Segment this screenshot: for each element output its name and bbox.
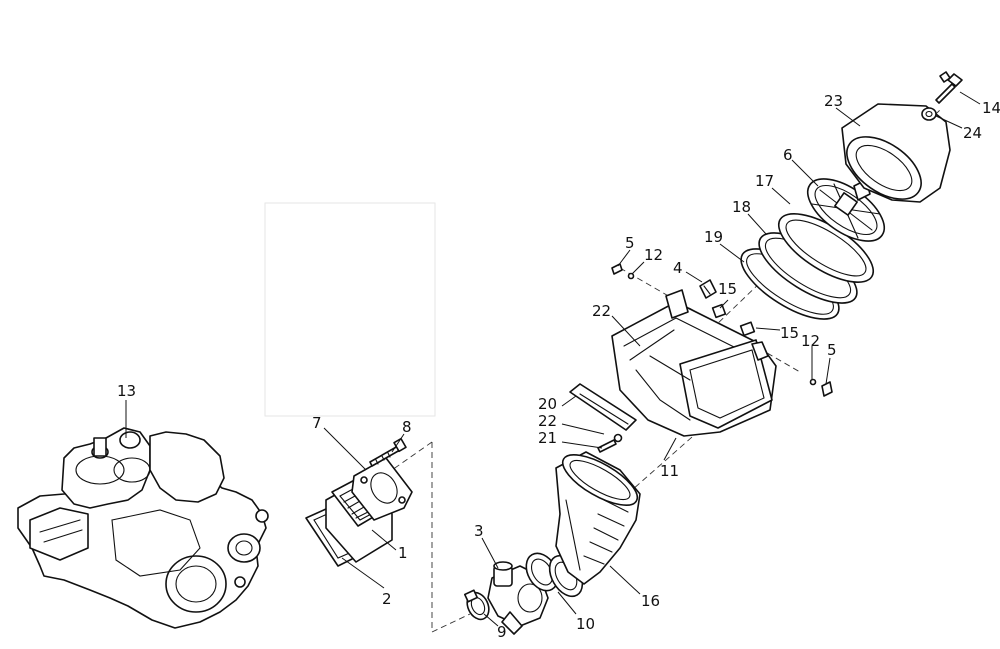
callout-15-lower: 15	[780, 324, 799, 342]
callout-4: 4	[673, 259, 683, 277]
callout-22-lower: 22	[538, 412, 557, 430]
callout-7: 7	[312, 414, 322, 432]
rubber-pad-upper	[711, 303, 727, 319]
callout-12-lower: 12	[801, 332, 820, 350]
callout-10: 10	[576, 615, 595, 633]
callout-5-lower: 5	[827, 341, 837, 359]
callout-24: 24	[963, 124, 982, 142]
rubber-pad-lower	[739, 321, 756, 337]
filter-washer	[921, 107, 937, 121]
plate-screw	[597, 433, 623, 453]
callout-18: 18	[732, 198, 751, 216]
air-filter-element	[841, 103, 951, 203]
callout-12-upper: 12	[644, 246, 663, 264]
callout-16: 16	[641, 592, 660, 610]
callout-labels: 13 7 8 1 2 3 9 10 16 11 20 22 21 22 5 12…	[117, 92, 1000, 641]
callout-6: 6	[783, 146, 793, 164]
callout-9: 9	[497, 623, 507, 641]
callout-22-upper: 22	[592, 302, 611, 320]
callout-19: 19	[704, 228, 723, 246]
airbox-plate	[569, 383, 637, 431]
callout-8: 8	[402, 418, 412, 436]
callout-2: 2	[382, 590, 392, 608]
airbox-clip	[699, 279, 717, 299]
callout-1: 1	[398, 544, 408, 562]
filter-wing-bolt	[935, 71, 963, 104]
callout-15-upper: 15	[718, 280, 737, 298]
callout-3: 3	[474, 522, 484, 540]
callout-5-upper: 5	[625, 234, 635, 252]
airbox	[611, 289, 777, 437]
callout-14: 14	[982, 99, 1000, 117]
air-intake-duct	[555, 451, 641, 585]
screw-lower	[809, 378, 833, 397]
callout-11: 11	[660, 462, 679, 480]
engine-assembly	[17, 427, 269, 629]
callout-17: 17	[755, 172, 774, 190]
callout-20: 20	[538, 395, 557, 413]
carb-clamp	[463, 589, 490, 621]
callout-21: 21	[538, 429, 557, 447]
background-frame	[264, 202, 436, 417]
screw-upper	[611, 263, 635, 280]
intake-manifold-flange	[351, 457, 413, 521]
callout-13: 13	[117, 382, 136, 400]
callout-leaders	[125, 91, 981, 627]
callout-23: 23	[824, 92, 843, 110]
